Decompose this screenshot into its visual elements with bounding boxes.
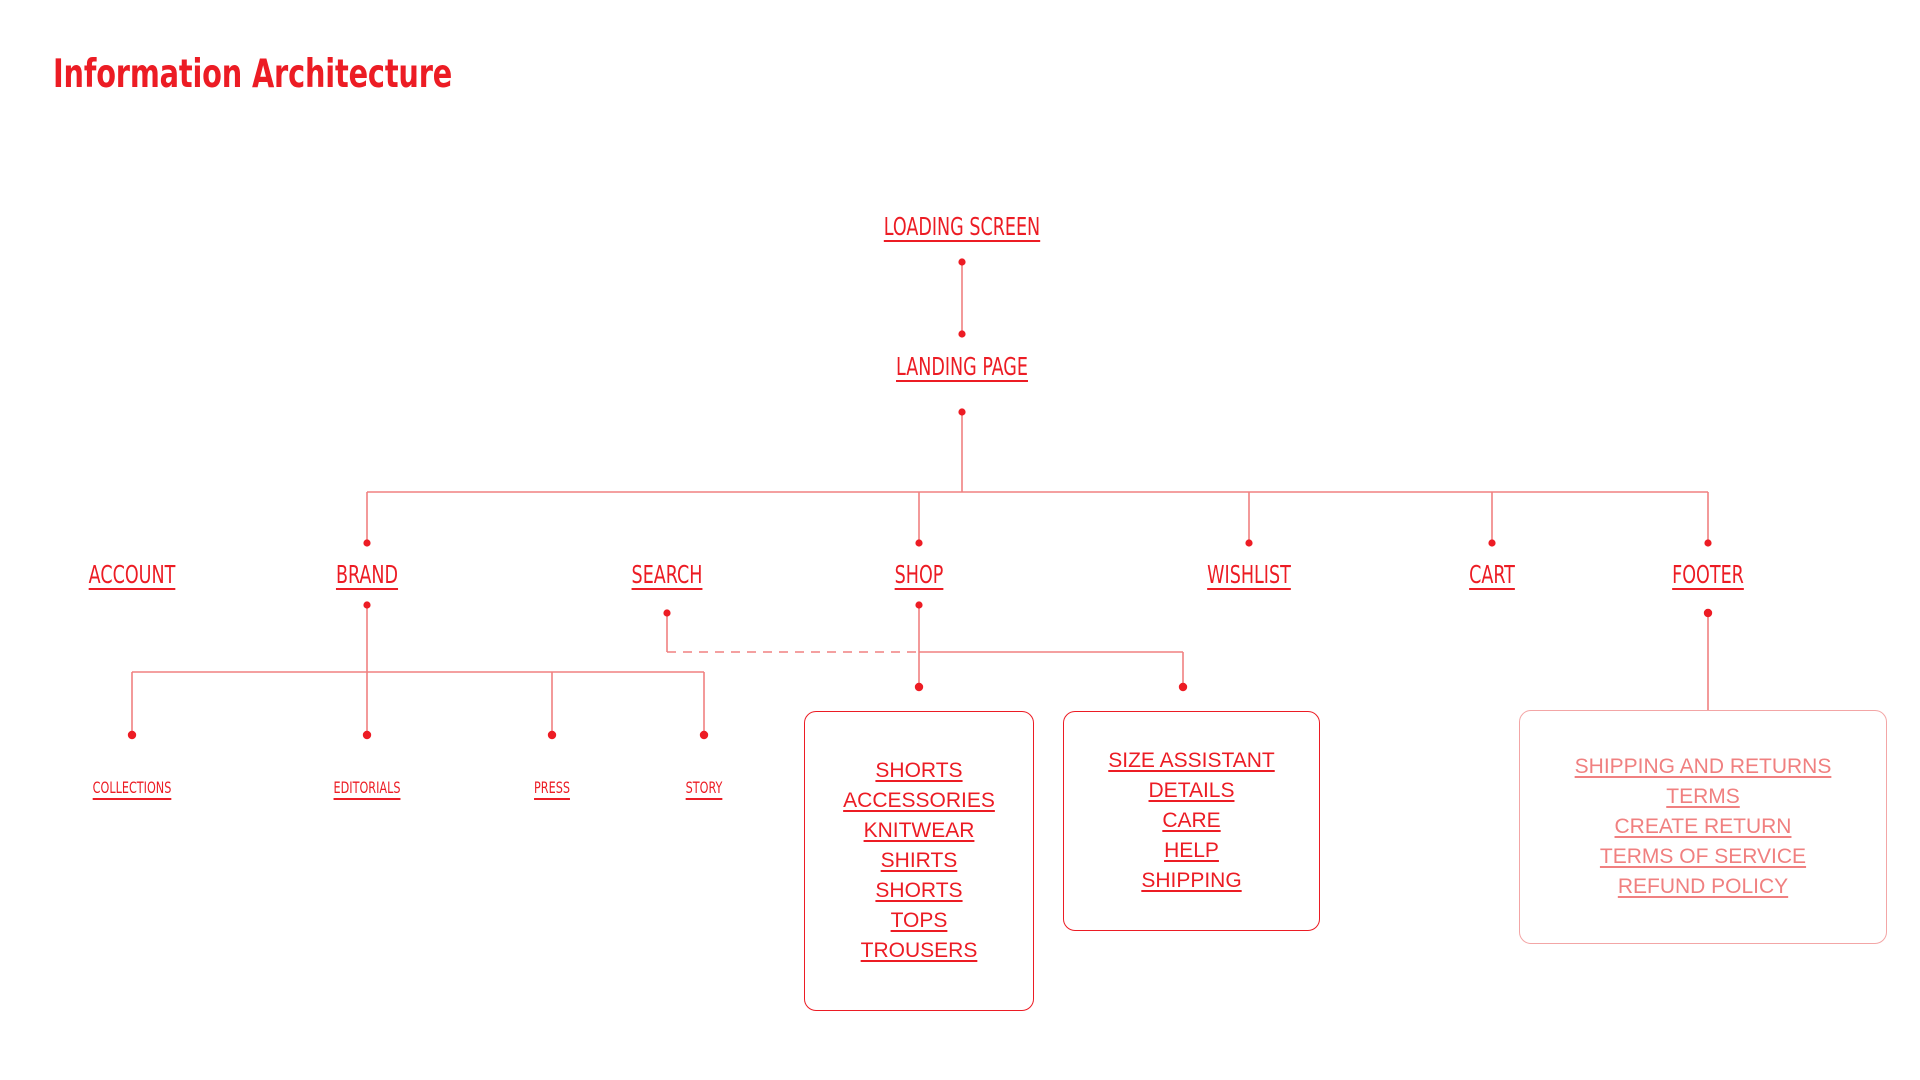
footer-link[interactable]: SHIPPING AND RETURNS [1574,755,1832,778]
shop-item[interactable]: TROUSERS [860,939,978,962]
dot-collections-top [127,730,137,740]
node-shop[interactable]: SHOP [894,560,944,589]
shop-item[interactable]: SHORTS [875,759,963,782]
footer-link[interactable]: TERMS [1666,785,1740,808]
product-detail-box: SIZE ASSISTANT DETAILS CARE HELP SHIPPIN… [1063,711,1320,931]
dot-cart-top [1488,539,1496,547]
node-collections[interactable]: COLLECTIONS [92,778,172,797]
node-search[interactable]: SEARCH [631,560,703,589]
dot-press-top [547,730,557,740]
node-loading-screen[interactable]: LOADING SCREEN [883,212,1041,241]
dot-landing-bottom [958,408,966,416]
node-cart[interactable]: CART [1469,560,1515,589]
shop-item[interactable]: TOPS [890,909,948,932]
dot-shop-bottom [915,601,923,609]
footer-link[interactable]: TERMS OF SERVICE [1599,845,1807,868]
node-press[interactable]: PRESS [534,778,570,797]
detail-item[interactable]: CARE [1162,809,1221,832]
footer-links-box: SHIPPING AND RETURNS TERMS CREATE RETURN… [1519,710,1887,944]
dot-loading-bottom [958,258,966,266]
detail-item[interactable]: DETAILS [1148,779,1235,802]
shop-item[interactable]: SHORTS [875,879,963,902]
node-account[interactable]: ACCOUNT [88,560,176,589]
detail-item[interactable]: SHIPPING [1141,869,1242,892]
dot-detail-box-top [1178,682,1188,692]
shop-category-box: SHORTS ACCESSORIES KNITWEAR SHIRTS SHORT… [804,711,1034,1011]
dot-editorials-top [362,730,372,740]
shop-item[interactable]: SHIRTS [880,849,958,872]
page-title: Information Architecture [53,52,453,97]
dot-story-top [699,730,709,740]
detail-item[interactable]: HELP [1164,839,1219,862]
dot-shop-box-top [914,682,924,692]
footer-link[interactable]: REFUND POLICY [1617,875,1789,898]
connector-dots [127,258,1713,740]
detail-item[interactable]: SIZE ASSISTANT [1108,749,1275,772]
node-brand[interactable]: BRAND [335,560,399,589]
footer-link[interactable]: CREATE RETURN [1614,815,1792,838]
shop-item[interactable]: ACCESSORIES [843,789,995,812]
node-editorials[interactable]: EDITORIALS [333,778,401,797]
dot-footer-top [1704,539,1712,547]
dot-landing-top [958,330,966,338]
dot-brand-top [363,539,371,547]
node-footer[interactable]: FOOTER [1672,560,1744,589]
dot-brand-bottom [363,601,371,609]
shop-item[interactable]: KNITWEAR [863,819,975,842]
dot-search-bottom [663,609,671,617]
dot-footer-stem-top [1703,608,1713,618]
node-story[interactable]: STORY [685,778,723,797]
node-wishlist[interactable]: WISHLIST [1207,560,1291,589]
dot-shop-top [915,539,923,547]
node-landing-page[interactable]: LANDING PAGE [896,352,1028,381]
dot-wishlist-top [1245,539,1253,547]
